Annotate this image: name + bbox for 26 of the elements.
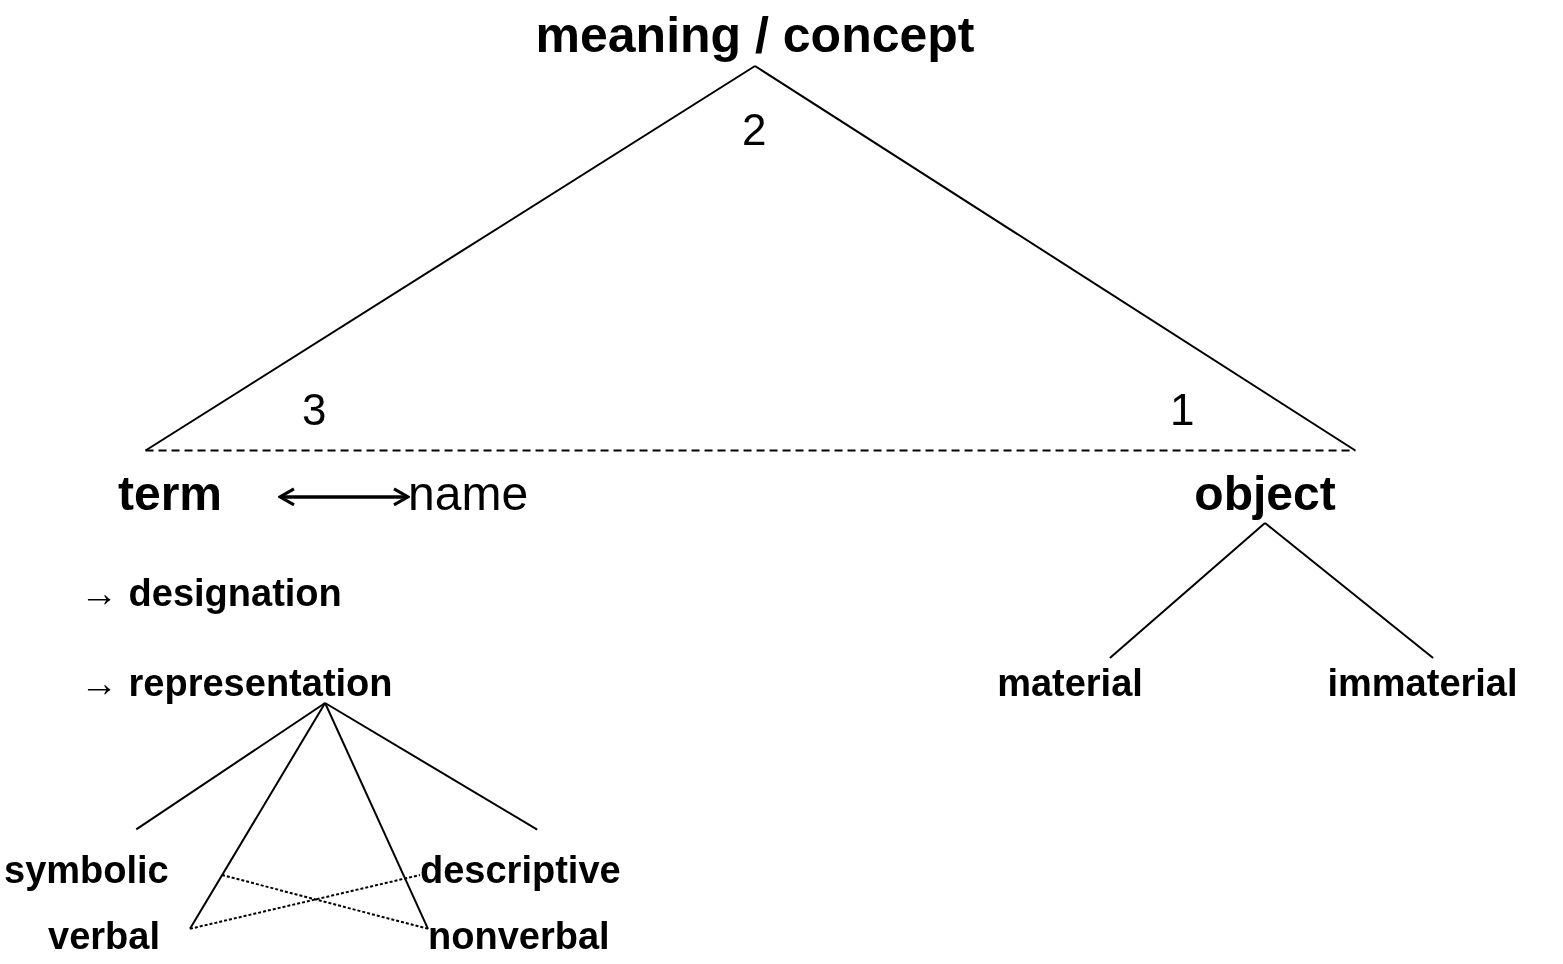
double-arrow (278, 487, 410, 507)
term-label: name (408, 470, 529, 518)
connector-line (324, 702, 429, 930)
term-label: immaterial (1327, 664, 1518, 702)
corner-number: 3 (302, 388, 327, 432)
term-label: symbolic (4, 851, 169, 889)
connector-line (189, 702, 327, 930)
connector-line (135, 702, 327, 831)
term-label: meaning / concept (535, 10, 975, 60)
connector-line (754, 65, 1357, 452)
term-label: descriptive (420, 851, 621, 889)
corner-number: 2 (742, 108, 767, 152)
term-label: object (1194, 470, 1336, 518)
term-label: term (118, 470, 223, 518)
connector-line (324, 702, 539, 831)
connector-line (1108, 522, 1266, 659)
corner-number: 1 (1170, 388, 1195, 432)
connector-line (144, 65, 756, 452)
dashed-line (221, 874, 429, 930)
term-label: material (997, 664, 1143, 702)
connector-line (1264, 522, 1435, 659)
term-label: verbal (48, 917, 160, 955)
term-label: → designation (80, 574, 342, 612)
term-label: → representation (80, 664, 393, 702)
dashed-line (189, 874, 421, 930)
term-label: nonverbal (428, 917, 610, 955)
